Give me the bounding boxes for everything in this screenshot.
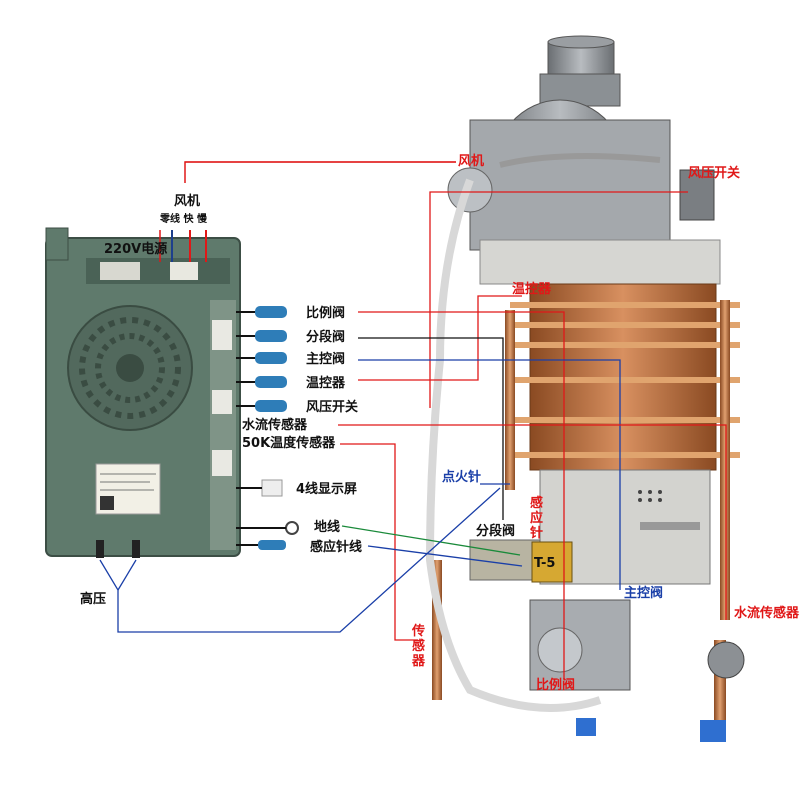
gas-valve-assembly bbox=[469, 539, 631, 736]
heater-sensor-label: 传感器 bbox=[412, 624, 426, 669]
heater-proportional-valve-label: 比例阀 bbox=[536, 678, 576, 693]
heater-air-pressure-switch-label: 风压开关 bbox=[688, 166, 741, 181]
label-proportional-valve: 比例阀 bbox=[306, 306, 346, 321]
leader-lines bbox=[99, 161, 727, 680]
heater-main-valve-label: 主控阀 bbox=[624, 586, 664, 601]
power-label: 220V电源 bbox=[104, 242, 168, 257]
label-air-pressure-switch: 风压开关 bbox=[306, 400, 359, 415]
vent-grille bbox=[67, 305, 193, 431]
label-sense-needle-wire: 感应针线 bbox=[310, 540, 363, 555]
connector-plugs bbox=[236, 306, 299, 550]
label-display-4wire: 4线显示屏 bbox=[296, 482, 358, 497]
fan-label: 风机 bbox=[174, 194, 201, 209]
label-ground-wire: 地线 bbox=[314, 520, 341, 535]
heater-ignition-needle-label: 点火针 bbox=[442, 470, 482, 485]
heater-segment-valve-label: 分段阀 bbox=[476, 524, 516, 539]
fan-pins-label: 零线 快 慢 bbox=[160, 214, 207, 225]
label-thermostat: 温控器 bbox=[306, 376, 346, 391]
label-segment-valve: 分段阀 bbox=[306, 330, 346, 345]
exhaust-collar bbox=[547, 35, 615, 75]
label-high-voltage: 高压 bbox=[80, 592, 107, 607]
heater-sense-needle-label: 感应针 bbox=[530, 496, 544, 541]
heat-exchanger bbox=[479, 239, 740, 471]
heater-water-flow-sensor-label: 水流传感器 bbox=[734, 606, 800, 621]
label-main-valve: 主控阀 bbox=[306, 352, 346, 367]
heater-stamp: T-5 bbox=[534, 556, 556, 571]
label-water-flow-sensor: 水流传感器 bbox=[242, 418, 308, 433]
heater-thermostat-label: 温控器 bbox=[512, 282, 552, 297]
label-temp-sensor-50k: 50K温度传感器 bbox=[242, 436, 336, 451]
water-flow-sensor-body bbox=[700, 641, 745, 742]
air-pressure-switch-body bbox=[679, 169, 715, 221]
heater-fan-label: 风机 bbox=[458, 154, 485, 169]
controller-box bbox=[45, 227, 241, 558]
